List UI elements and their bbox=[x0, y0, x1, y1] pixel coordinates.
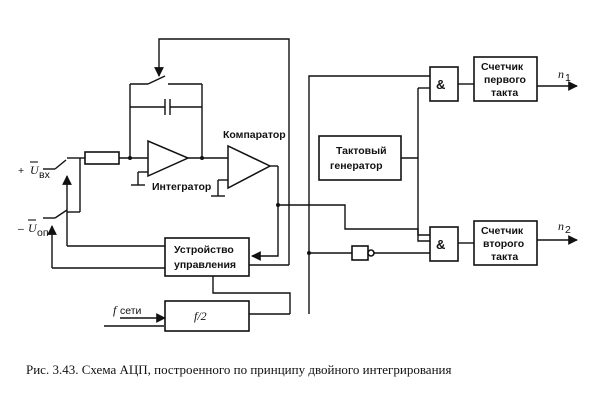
ref-voltage-label: – U оп bbox=[18, 219, 49, 239]
output-n2-label: n 2 bbox=[558, 219, 571, 236]
svg-text:f: f bbox=[113, 303, 118, 317]
svg-text:первого: первого bbox=[484, 74, 526, 86]
svg-text:Счетчик: Счетчик bbox=[481, 61, 524, 73]
svg-text:Устройство: Устройство bbox=[174, 244, 234, 256]
svg-text:второго: второго bbox=[483, 238, 524, 250]
integrator-label: Интегратор bbox=[152, 181, 211, 193]
svg-text:f/2: f/2 bbox=[194, 309, 207, 323]
comparator-label: Компаратор bbox=[223, 129, 286, 141]
counter-second-block: Счетчик второго такта bbox=[473, 220, 538, 266]
svg-text:вх: вх bbox=[39, 169, 51, 181]
svg-text:n: n bbox=[558, 219, 564, 233]
svg-text:1: 1 bbox=[565, 72, 571, 84]
svg-text:такта: такта bbox=[491, 251, 518, 263]
output-n1-label: n 1 bbox=[558, 67, 571, 84]
svg-text:управления: управления bbox=[174, 259, 236, 271]
svg-text:n: n bbox=[558, 67, 564, 81]
svg-text:U: U bbox=[30, 163, 40, 177]
clock-generator-block: Тактовый генератор bbox=[318, 135, 402, 181]
svg-text:такта: такта bbox=[491, 87, 518, 99]
svg-text:оп: оп bbox=[37, 227, 49, 239]
svg-text:Счетчик: Счетчик bbox=[481, 225, 524, 237]
counter-first-block: Счетчик первого такта bbox=[473, 56, 538, 102]
input-voltage-label: + U вх bbox=[18, 161, 51, 181]
and-gate-lower: & bbox=[429, 226, 459, 262]
figure-caption: Рис. 3.43. Схема АЦП, построенного по пр… bbox=[26, 362, 452, 377]
and-gate-upper: & bbox=[429, 66, 459, 102]
svg-text:–: – bbox=[18, 223, 24, 235]
frequency-divider-block: f/2 bbox=[164, 300, 250, 332]
svg-text:+: + bbox=[18, 165, 24, 177]
inverter bbox=[351, 245, 369, 261]
svg-text:&: & bbox=[436, 237, 445, 252]
svg-text:Тактовый: Тактовый bbox=[336, 145, 387, 157]
integrator-amplifier bbox=[147, 139, 190, 178]
svg-text:U: U bbox=[28, 221, 38, 235]
svg-text:2: 2 bbox=[565, 224, 571, 236]
svg-text:&: & bbox=[436, 77, 445, 92]
comparator-amplifier bbox=[227, 144, 272, 190]
mains-frequency-label: f сети bbox=[113, 303, 142, 317]
control-unit-block: Устройство управления bbox=[164, 237, 250, 277]
ref-voltage-switch bbox=[43, 209, 80, 219]
input-resistor bbox=[84, 151, 120, 165]
svg-text:генератор: генератор bbox=[330, 160, 382, 172]
svg-text:сети: сети bbox=[120, 305, 142, 317]
input-voltage-switch bbox=[43, 157, 80, 170]
